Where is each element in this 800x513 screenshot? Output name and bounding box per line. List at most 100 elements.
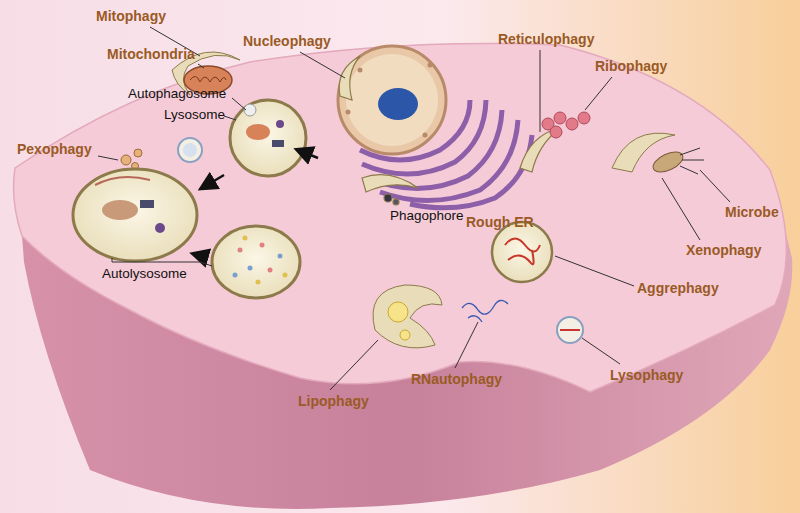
leader-line bbox=[662, 178, 700, 240]
part-label: Pexophagy bbox=[17, 141, 92, 157]
rough-er bbox=[362, 100, 486, 174]
autolysosome bbox=[233, 254, 283, 278]
autophagosome bbox=[272, 140, 284, 147]
cell-body bbox=[14, 43, 787, 392]
autolysosome bbox=[283, 273, 288, 278]
lipid-phagophore bbox=[373, 285, 442, 348]
leader-line bbox=[98, 27, 730, 390]
part-label: Rough ER bbox=[466, 214, 534, 230]
cell-body bbox=[14, 43, 793, 509]
autolysosome bbox=[268, 268, 273, 273]
part-label: Lysophagy bbox=[610, 367, 683, 383]
part-label: Xenophagy bbox=[686, 242, 761, 258]
autolysosome bbox=[248, 266, 253, 271]
lysosome bbox=[183, 143, 197, 157]
part-label: Mitophagy bbox=[96, 8, 166, 24]
autolysosome bbox=[155, 223, 165, 233]
phagophore bbox=[339, 56, 360, 100]
microbe bbox=[650, 148, 686, 176]
autolysosome bbox=[140, 200, 154, 208]
ribosome-chain bbox=[566, 118, 578, 130]
process-arrow bbox=[298, 150, 318, 158]
nucleus bbox=[346, 54, 438, 146]
ribosome-chain bbox=[578, 112, 590, 124]
autophagosome bbox=[246, 124, 270, 140]
leader-line bbox=[224, 116, 236, 120]
part-label: Aggrephagy bbox=[637, 280, 719, 296]
autolysosome bbox=[243, 236, 288, 285]
mitochondrion bbox=[190, 76, 226, 82]
leader-line bbox=[300, 52, 345, 78]
ribosome-chain bbox=[550, 126, 562, 138]
phagophore bbox=[384, 194, 392, 202]
rough-er bbox=[360, 100, 532, 208]
leader-line bbox=[585, 77, 612, 110]
nucleus bbox=[346, 110, 351, 115]
leader-line bbox=[112, 258, 212, 266]
pexisome bbox=[121, 155, 131, 165]
autophagosome bbox=[230, 100, 306, 176]
part-label: Lysosome bbox=[164, 107, 225, 123]
microbe bbox=[612, 133, 704, 176]
autolysosome bbox=[233, 273, 238, 278]
phagophore bbox=[393, 199, 399, 205]
part-label: Phagophore bbox=[390, 208, 464, 224]
rna-strand bbox=[462, 300, 508, 322]
part-label: Microbe bbox=[725, 204, 779, 220]
pexisome bbox=[134, 149, 142, 157]
lipid-phagophore bbox=[400, 330, 410, 340]
pexisome bbox=[121, 149, 142, 170]
leader-line bbox=[700, 170, 730, 202]
rough-er bbox=[410, 135, 532, 208]
part-label: Mitochondria bbox=[107, 46, 195, 62]
part-label: Nucleophagy bbox=[243, 33, 331, 49]
part-label: Autophagosome bbox=[128, 86, 226, 102]
nucleus bbox=[423, 133, 428, 138]
leader-line bbox=[98, 156, 118, 160]
rough-er bbox=[380, 120, 518, 201]
nucleus bbox=[338, 46, 446, 154]
nucleus bbox=[338, 46, 446, 154]
rough-er bbox=[360, 100, 470, 160]
ribosome-chain bbox=[542, 112, 590, 138]
part-label: Ribophagy bbox=[595, 58, 667, 74]
lipid-phagophore bbox=[373, 285, 442, 348]
lysosome bbox=[560, 329, 580, 331]
autolysosome bbox=[73, 169, 300, 298]
autolysosome bbox=[256, 280, 261, 285]
nucleus bbox=[358, 68, 363, 73]
leader-line bbox=[198, 64, 204, 68]
lysosome bbox=[178, 138, 202, 162]
part-label: Lipophagy bbox=[298, 393, 369, 409]
leader-line bbox=[330, 340, 378, 390]
ribosome-chain bbox=[554, 112, 566, 124]
leader-line bbox=[540, 50, 541, 132]
process-arrow bbox=[194, 150, 318, 258]
aggregate bbox=[505, 239, 540, 265]
autolysosome bbox=[238, 243, 273, 273]
autolysosome bbox=[73, 169, 197, 261]
process-arrow bbox=[202, 175, 224, 188]
part-label: RNautophagy bbox=[411, 371, 502, 387]
rna-strand bbox=[462, 300, 508, 314]
part-label: Reticulophagy bbox=[498, 31, 594, 47]
autolysosome bbox=[95, 177, 150, 185]
rna-strand bbox=[468, 316, 482, 322]
leader-line bbox=[582, 338, 620, 364]
process-arrow bbox=[194, 254, 208, 258]
aggregate bbox=[492, 222, 552, 282]
lipid-phagophore bbox=[388, 302, 408, 322]
autophagosome bbox=[276, 120, 284, 128]
autophagosome bbox=[230, 100, 306, 176]
nucleus bbox=[428, 63, 433, 68]
autolysosome bbox=[102, 200, 138, 220]
part-label: Autolysosome bbox=[102, 266, 187, 282]
autolysosome bbox=[243, 236, 248, 241]
nucleus bbox=[378, 88, 418, 120]
leader-line bbox=[455, 322, 478, 368]
leader-line bbox=[555, 256, 634, 286]
phagophore bbox=[339, 56, 560, 205]
autolysosome bbox=[260, 243, 265, 248]
